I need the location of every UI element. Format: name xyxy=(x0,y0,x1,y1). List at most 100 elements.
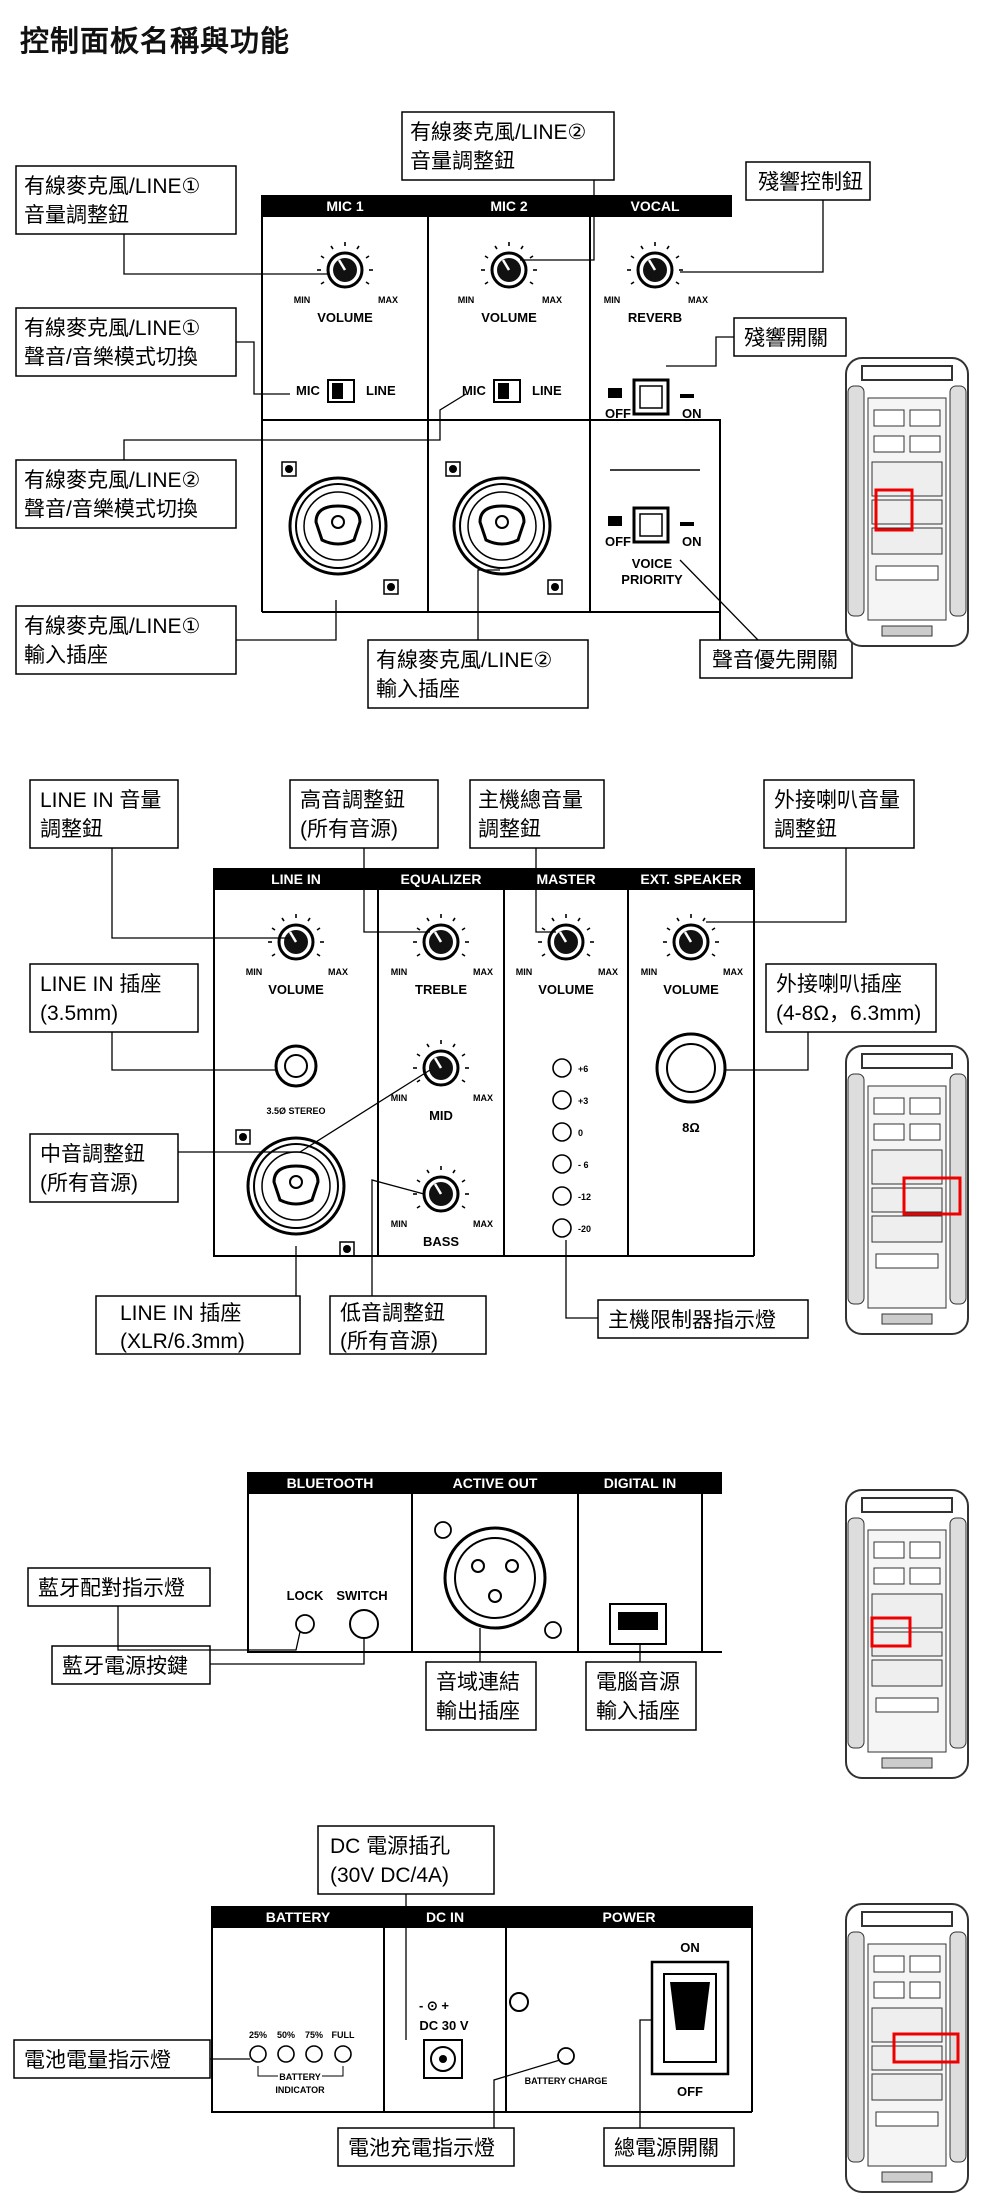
svg-text:MIN: MIN xyxy=(641,967,658,977)
svg-text:MIC: MIC xyxy=(462,383,486,398)
header-ext-speaker: EXT. SPEAKER xyxy=(640,871,741,887)
callout-charge: 電池充電指示燈 xyxy=(348,2137,495,2160)
svg-text:輸入插座: 輸入插座 xyxy=(596,1700,680,1723)
svg-text:MAX: MAX xyxy=(473,967,493,977)
callout-active-out: 音域連結 xyxy=(436,1671,520,1694)
svg-text:BATTERY: BATTERY xyxy=(279,2072,321,2082)
svg-text:MAX: MAX xyxy=(473,1219,493,1229)
callout-bt-pair: 藍牙配對指示燈 xyxy=(38,1577,185,1600)
svg-text:音量調整鈕: 音量調整鈕 xyxy=(24,204,129,227)
callout-battery-level: 電池電量指示燈 xyxy=(24,2049,171,2072)
svg-text:-20: -20 xyxy=(578,1224,591,1234)
svg-text:INDICATOR: INDICATOR xyxy=(275,2085,325,2095)
limiter-leds: +6 +3 0 - 6 -12 -20 xyxy=(552,1058,591,1238)
svg-text:LOCK: LOCK xyxy=(287,1588,324,1603)
callout-treble: 高音調整鈕 xyxy=(300,789,405,812)
callout-mic2-mode: 有線麥克風/LINE② xyxy=(24,469,200,492)
svg-text:OFF: OFF xyxy=(605,534,631,549)
svg-text:MID: MID xyxy=(429,1108,453,1123)
svg-text:25%: 25% xyxy=(249,2030,267,2040)
linein-volume-knob xyxy=(266,912,326,961)
callout-bass: 低音調整鈕 xyxy=(340,1302,445,1325)
callout-master: 主機總音量 xyxy=(478,789,583,812)
speaker-thumbnail-4 xyxy=(845,1903,969,2193)
header-active-out: ACTIVE OUT xyxy=(453,1475,538,1491)
speaker-thumbnail-3 xyxy=(845,1489,969,1779)
svg-text:VOLUME: VOLUME xyxy=(538,982,594,997)
svg-text:FULL: FULL xyxy=(332,2030,355,2040)
svg-text:REVERB: REVERB xyxy=(628,310,682,325)
svg-text:調整鈕: 調整鈕 xyxy=(478,818,541,841)
header-power: POWER xyxy=(603,1909,656,1925)
svg-text:調整鈕: 調整鈕 xyxy=(40,818,103,841)
svg-text:輸出插座: 輸出插座 xyxy=(436,1700,520,1723)
svg-text:輸入插座: 輸入插座 xyxy=(24,644,108,667)
callout-voice-priority: 聲音優先開關 xyxy=(712,649,838,672)
header-mic1: MIC 1 xyxy=(326,198,364,214)
svg-text:(3.5mm): (3.5mm) xyxy=(40,1002,118,1025)
svg-text:(所有音源): (所有音源) xyxy=(340,1330,438,1353)
svg-text:MIN: MIN xyxy=(246,967,263,977)
svg-text:調整鈕: 調整鈕 xyxy=(774,818,837,841)
svg-text:LINE: LINE xyxy=(366,383,396,398)
svg-text:+3: +3 xyxy=(578,1096,588,1106)
svg-text:聲音/音樂模式切換: 聲音/音樂模式切換 xyxy=(24,498,198,521)
bluetooth-panel: BLUETOOTH ACTIVE OUT DIGITAL IN LOCK SWI… xyxy=(247,1472,722,1653)
header-bluetooth: BLUETOOTH xyxy=(287,1475,374,1491)
callout-linein-volume: LINE IN 音量 xyxy=(40,789,161,812)
header-dc-in: DC IN xyxy=(426,1909,464,1925)
svg-text:-12: -12 xyxy=(578,1192,591,1202)
reverb-knob xyxy=(625,240,685,289)
svg-text:MIN: MIN xyxy=(604,295,621,305)
svg-text:LINE: LINE xyxy=(532,383,562,398)
svg-text:8Ω: 8Ω xyxy=(682,1120,700,1135)
svg-text:VOLUME: VOLUME xyxy=(317,310,373,325)
callout-mic1-volume: 有線麥克風/LINE① xyxy=(24,175,200,198)
svg-text:- 6: - 6 xyxy=(578,1160,589,1170)
callout-limiter: 主機限制器指示燈 xyxy=(608,1309,776,1332)
svg-text:音量調整鈕: 音量調整鈕 xyxy=(410,150,515,173)
callout-power-switch: 總電源開關 xyxy=(614,2137,719,2160)
callout-mic1-mode: 有線麥克風/LINE① xyxy=(24,317,200,340)
svg-text:(4-8Ω，6.3mm): (4-8Ω，6.3mm) xyxy=(776,1002,921,1025)
mid-knob xyxy=(411,1038,471,1087)
svg-text:- ⊙ +: - ⊙ + xyxy=(419,1998,449,2013)
svg-text:MIN: MIN xyxy=(458,295,475,305)
svg-text:VOLUME: VOLUME xyxy=(663,982,719,997)
callout-digital-in: 電腦音源 xyxy=(596,1671,680,1694)
speaker-thumbnail-2 xyxy=(845,1045,969,1335)
svg-text:75%: 75% xyxy=(305,2030,323,2040)
battery-power-panel: BATTERY DC IN POWER 25% 50% 75% FULL BAT… xyxy=(211,1906,753,2113)
callout-dc-jack: DC 電源插孔 xyxy=(330,1835,450,1858)
svg-text:MAX: MAX xyxy=(688,295,708,305)
svg-text:MIN: MIN xyxy=(391,1219,408,1229)
callout-reverb: 殘響控制鈕 xyxy=(758,171,863,194)
svg-text:(所有音源): (所有音源) xyxy=(300,818,398,841)
svg-text:OFF: OFF xyxy=(605,406,631,421)
mic2-combo-jack xyxy=(452,476,552,576)
mic1-volume-knob xyxy=(315,240,375,289)
svg-text:TREBLE: TREBLE xyxy=(415,982,467,997)
svg-text:PRIORITY: PRIORITY xyxy=(621,572,683,587)
speaker-thumbnail-1 xyxy=(845,357,969,647)
header-battery: BATTERY xyxy=(266,1909,331,1925)
svg-text:輸入插座: 輸入插座 xyxy=(376,678,460,701)
svg-text:MAX: MAX xyxy=(473,1093,493,1103)
svg-text:(XLR/6.3mm): (XLR/6.3mm) xyxy=(120,1330,245,1353)
line-eq-master-panel: LINE IN EQUALIZER MASTER EXT. SPEAKER MI… xyxy=(213,868,755,1257)
ext-volume-knob xyxy=(661,912,721,961)
master-volume-knob xyxy=(536,912,596,961)
svg-text:SWITCH: SWITCH xyxy=(336,1588,387,1603)
header-vocal: VOCAL xyxy=(631,198,680,214)
svg-text:MIC: MIC xyxy=(296,383,320,398)
svg-text:MIN: MIN xyxy=(294,295,311,305)
svg-text:MAX: MAX xyxy=(378,295,398,305)
svg-text:ON: ON xyxy=(682,534,702,549)
svg-text:VOLUME: VOLUME xyxy=(481,310,537,325)
svg-text:(所有音源): (所有音源) xyxy=(40,1172,138,1195)
svg-text:MAX: MAX xyxy=(598,967,618,977)
svg-text:(30V DC/4A): (30V DC/4A) xyxy=(330,1864,449,1887)
svg-text:MIN: MIN xyxy=(391,1093,408,1103)
svg-text:MIN: MIN xyxy=(391,967,408,977)
